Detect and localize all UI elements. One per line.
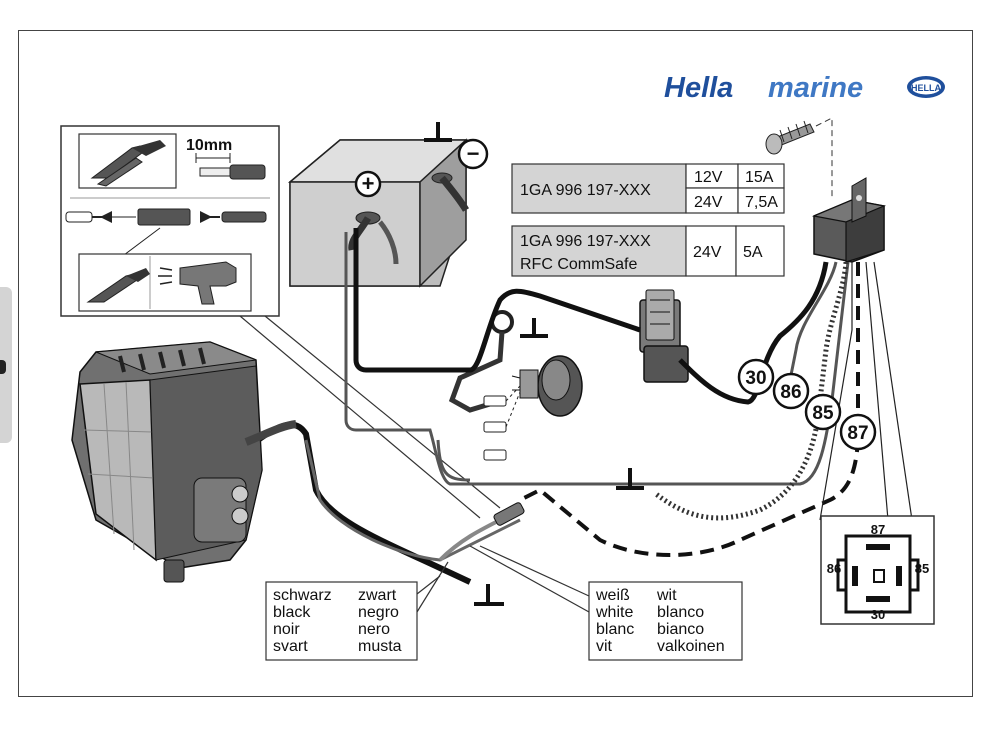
brand-logo: Hella marine HELLA — [664, 72, 945, 104]
battery-negative-icon: − — [457, 138, 489, 170]
crimp-tool-icon — [90, 140, 166, 187]
legend-white-fr: blanc — [596, 621, 634, 638]
screw-icon — [765, 117, 833, 200]
legend-white-nl: wit — [656, 587, 677, 604]
terminal-label-85: 85 — [804, 393, 842, 431]
rocker-switch-icon — [511, 355, 583, 417]
hella-seal-icon: HELLA — [907, 76, 945, 98]
battery-icon — [287, 138, 470, 288]
svg-text:30: 30 — [745, 368, 766, 389]
relay-pinout-box: 87 86 85 30 — [820, 515, 935, 625]
terminal-label-87: 87 — [839, 413, 877, 451]
side-tab — [0, 287, 12, 443]
relay-icon — [811, 177, 887, 263]
legend-white-sv: vit — [596, 638, 613, 655]
terminal-label-30: 30 — [737, 358, 775, 396]
legend-white-de: weiß — [595, 587, 630, 604]
legend-black-sv: svart — [273, 638, 308, 655]
spade-connectors-icon — [483, 385, 521, 461]
legend-black-nl: zwart — [358, 587, 397, 604]
brand-name-hella: Hella — [664, 72, 733, 104]
ground-symbol-85 — [616, 468, 644, 490]
spec-2-part-number: 1GA 996 197-XXX — [520, 233, 651, 250]
spec-2-fuse: 5A — [743, 244, 763, 261]
legend-black-fi: musta — [358, 638, 402, 655]
instruction-pointer-2 — [239, 315, 481, 519]
legend-black-wire: schwarz zwart black negro noir nero svar… — [265, 561, 449, 661]
heat-gun-icon — [158, 261, 237, 305]
fuse-holder-icon — [639, 289, 689, 383]
ground-symbol-lamp — [474, 584, 504, 606]
work-lamp-icon — [71, 341, 297, 583]
pinout-30: 30 — [871, 607, 885, 622]
hella-seal-text: HELLA — [911, 83, 941, 93]
spec-table-2: 1GA 996 197-XXX RFC CommSafe 24V 5A — [511, 225, 785, 277]
spec-2-voltage: 24V — [693, 244, 722, 261]
legend-white-es: blanco — [657, 604, 704, 621]
spec-1-fuse-2: 7,5A — [745, 194, 778, 211]
svg-text:86: 86 — [780, 382, 801, 403]
ground-symbol-switch — [520, 318, 548, 338]
stripped-wire-icon — [195, 153, 266, 180]
terminal-label-86: 86 — [772, 372, 810, 410]
battery-positive-icon: + — [354, 170, 382, 198]
lamp-connector-icon — [493, 502, 525, 526]
butt-connector-icon — [65, 208, 267, 226]
side-tab-marker — [0, 360, 6, 374]
instruction-pointer — [264, 315, 501, 509]
crimp-instructions-panel: 10mm — [60, 125, 501, 519]
legend-white-en: white — [595, 604, 633, 621]
svg-text:−: − — [467, 141, 480, 166]
spec-1-part-number: 1GA 996 197-XXX — [520, 182, 651, 199]
crimp-tool-icon-2 — [86, 268, 150, 303]
brand-name-marine: marine — [768, 72, 863, 104]
legend-black-de: schwarz — [273, 587, 332, 604]
pinout-87: 87 — [871, 522, 885, 537]
svg-text:85: 85 — [812, 403, 834, 424]
spec-1-voltage-2: 24V — [694, 194, 723, 211]
spec-1-fuse-1: 15A — [745, 169, 774, 186]
svg-text:87: 87 — [847, 423, 868, 444]
pinout-86: 86 — [827, 561, 841, 576]
diagram-frame — [18, 30, 973, 697]
legend-black-it: nero — [358, 621, 390, 638]
legend-black-fr: noir — [273, 621, 300, 638]
spec-table-1: 1GA 996 197-XXX 12V 15A 24V 7,5A — [511, 163, 785, 214]
legend-white-it: bianco — [657, 621, 704, 638]
svg-text:+: + — [362, 171, 375, 196]
legend-white-fi: valkoinen — [657, 638, 725, 655]
legend-black-es: negro — [358, 604, 399, 621]
spec-1-voltage-1: 12V — [694, 169, 723, 186]
strip-length-label: 10mm — [186, 137, 232, 154]
legend-black-en: black — [273, 604, 311, 621]
legend-white-wire: weiß wit white blanco blanc bianco vit v… — [469, 545, 743, 661]
spec-2-variant: RFC CommSafe — [520, 256, 637, 273]
pinout-85: 85 — [915, 561, 929, 576]
ground-symbol-battery — [424, 122, 452, 142]
ring-terminal-icon — [448, 310, 514, 413]
